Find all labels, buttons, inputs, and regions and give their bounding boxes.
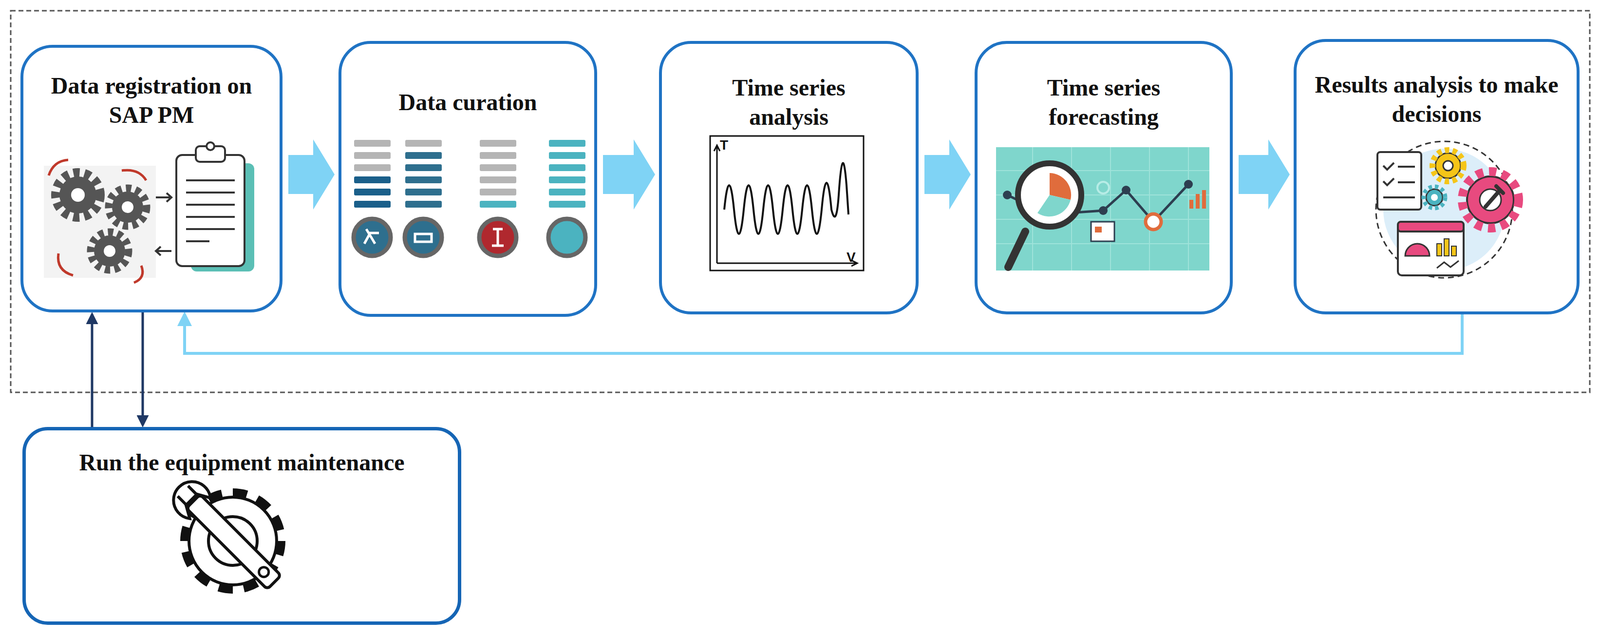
box-title: Time series forecasting — [1016, 73, 1192, 132]
process-box: Data registration on SAP PM — [20, 44, 283, 313]
block-arrow — [1238, 139, 1290, 210]
process-box: Time series analysis — [658, 40, 919, 315]
maintenance-icon — [166, 473, 288, 596]
axis-label: T — [719, 137, 729, 153]
process-box: Time series forecasting — [974, 40, 1233, 315]
dashed-frame — [10, 10, 1590, 393]
flow-arrow — [91, 314, 94, 427]
exchange-arrows — [155, 192, 172, 256]
block-arrow — [924, 139, 971, 210]
forecasting-picture — [996, 147, 1210, 271]
box-title: Results analysis to make decisions — [1310, 70, 1564, 129]
box-title: Data registration on SAP PM — [37, 71, 266, 130]
block-arrow — [602, 139, 656, 210]
box-title: Time series analysis — [701, 73, 877, 132]
box-title: Run the equipment maintenance — [32, 447, 452, 477]
clipboard-icon — [176, 142, 255, 272]
process-box: Data curation — [338, 40, 598, 317]
data-columns — [353, 139, 586, 256]
process-box: Results analysis to make decisions — [1293, 38, 1580, 315]
feedback-arrow — [184, 314, 1463, 354]
decision-icons — [1375, 141, 1519, 278]
flow-arrow — [141, 312, 145, 425]
time-series-chart — [710, 135, 864, 271]
process-box: Run the equipment maintenance — [22, 426, 462, 625]
box-title: Data curation — [353, 87, 583, 117]
gears-icon — [43, 159, 156, 283]
axis-label: V — [846, 249, 856, 265]
block-arrow — [288, 139, 335, 210]
